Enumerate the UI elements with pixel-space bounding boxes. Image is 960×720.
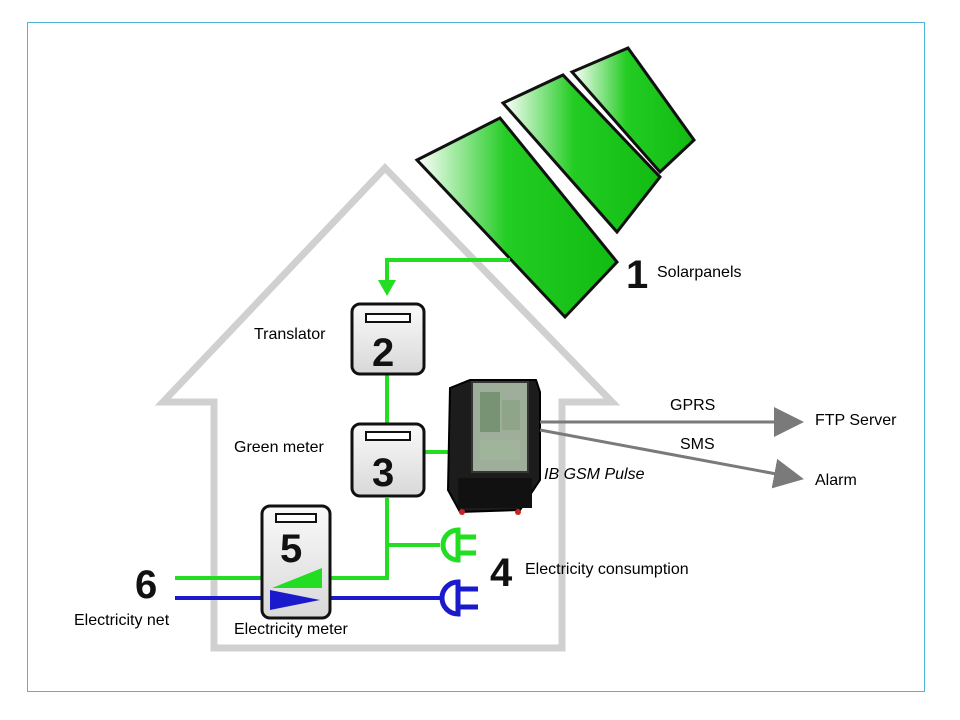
label-green-meter: Green meter <box>234 439 324 456</box>
green-triangle-icon <box>272 568 322 588</box>
label-solarpanels: Solarpanels <box>657 264 742 281</box>
label-alarm: Alarm <box>815 472 857 489</box>
communication-arrows <box>539 407 804 489</box>
solar-panel-3 <box>569 46 696 175</box>
number-4: 4 <box>490 551 513 595</box>
label-translator: Translator <box>254 326 326 343</box>
diagram-frame <box>27 22 925 692</box>
green-wiring <box>175 258 510 580</box>
label-electricity-meter: Electricity meter <box>234 621 348 638</box>
green-plug-icon <box>440 527 476 563</box>
sms-arrow <box>539 428 804 489</box>
label-device: IB GSM Pulse <box>544 466 645 483</box>
label-electricity-net: Electricity net <box>74 612 170 629</box>
house-outline <box>154 162 621 652</box>
translator-meter: 2 <box>350 302 426 376</box>
solar-panels <box>414 46 696 320</box>
label-ftp-server: FTP Server <box>815 412 897 429</box>
meter-number-5: 5 <box>280 527 302 571</box>
green-arrowhead <box>378 280 396 296</box>
green-meter: 3 <box>350 422 426 498</box>
number-1: 1 <box>626 253 648 297</box>
blue-triangle-icon <box>270 590 320 610</box>
blue-plug-icon <box>439 579 478 617</box>
label-sms: SMS <box>680 436 715 453</box>
solar-panel-2 <box>500 73 662 235</box>
electricity-meter: 5 <box>260 504 332 620</box>
number-6: 6 <box>135 563 157 607</box>
meter-number-2: 2 <box>372 331 394 375</box>
label-gprs: GPRS <box>670 397 716 414</box>
solar-panel-1 <box>414 116 619 320</box>
ib-gsm-pulse-device <box>446 379 541 515</box>
label-electricity-consumption: Electricity consumption <box>525 561 689 578</box>
meter-number-3: 3 <box>372 451 394 495</box>
